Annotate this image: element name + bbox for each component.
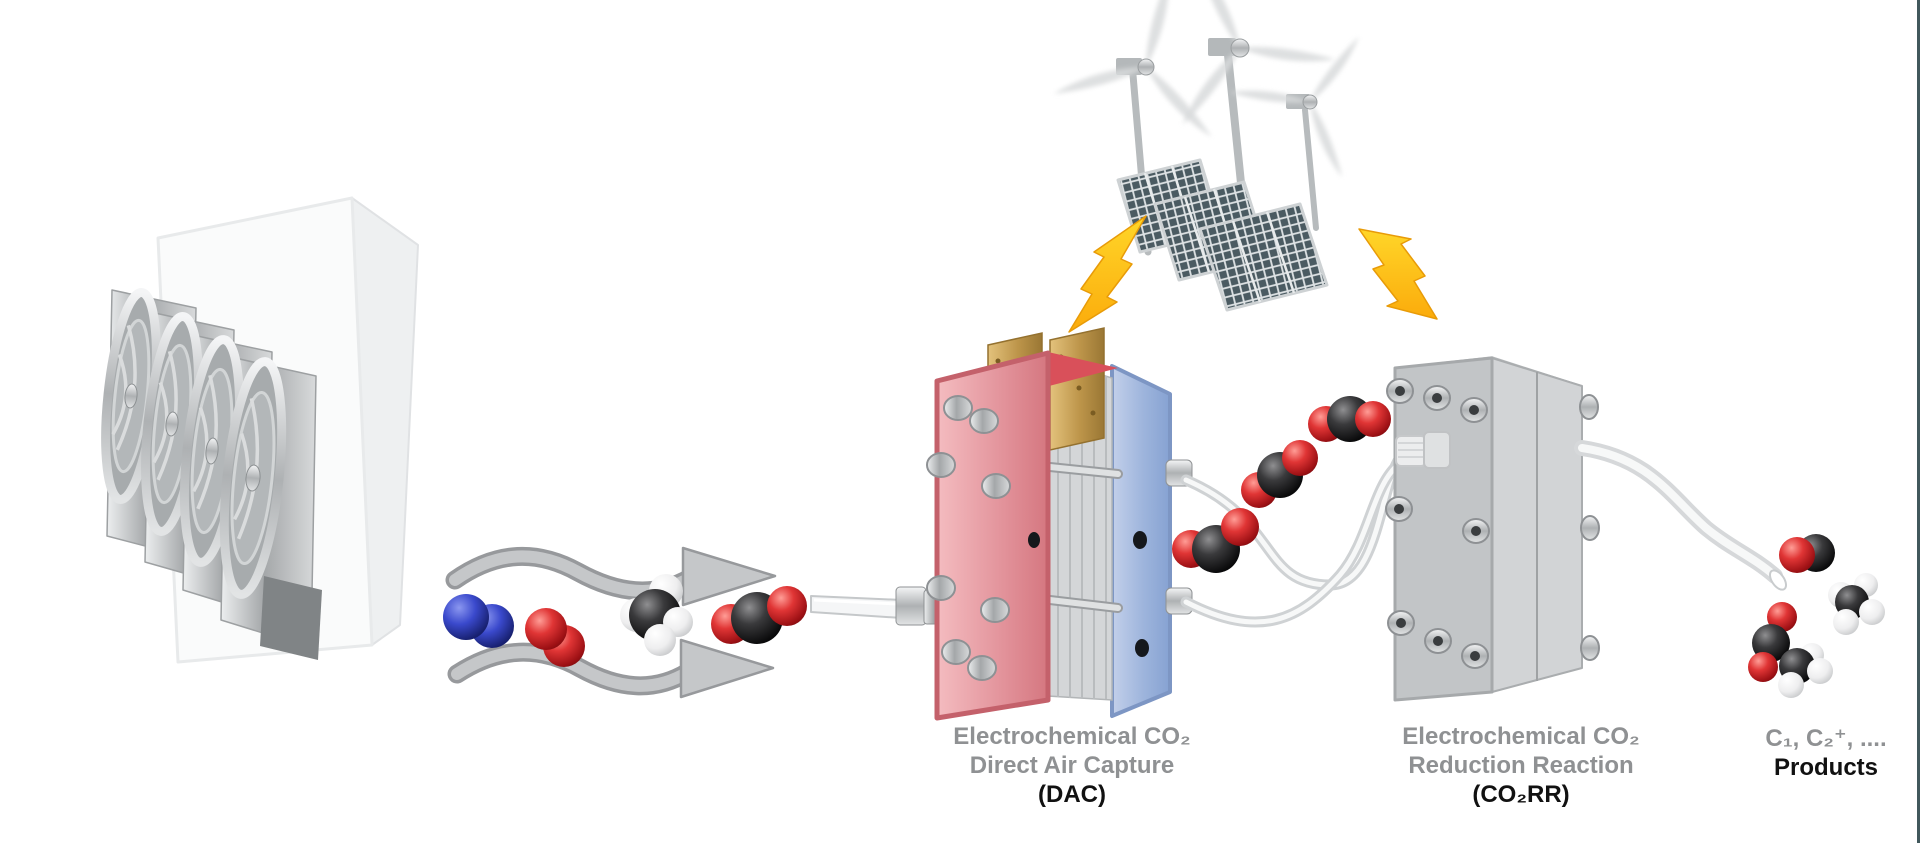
products-caption-line2: Products (1773, 754, 1879, 781)
co2rr-caption-line1: Electrochemical CO₂ (1402, 723, 1640, 750)
co2-molecule-transfer-3 (1308, 396, 1391, 442)
dac-caption-line2: Direct Air Capture (969, 752, 1175, 779)
lightning-bolt-right-icon (1358, 228, 1438, 320)
co2rr-caption: Electrochemical CO₂ Reduction Reaction (… (1402, 722, 1639, 809)
airflow-arrow-bottom (447, 638, 775, 699)
fan-icon (219, 357, 287, 599)
co2-molecule-inflow (711, 586, 807, 644)
inlet-tube (810, 595, 903, 619)
dac-caption: Electrochemical CO₂ Direct Air Capture (… (953, 722, 1190, 809)
solar-panel-icon (1198, 202, 1329, 312)
intake-fans (101, 288, 287, 599)
wind-turbine-icon (1228, 33, 1363, 231)
oxygenate-product-molecule (1748, 602, 1833, 698)
co-product-molecule (1779, 534, 1835, 573)
screenshot-right-edge-line (1917, 0, 1920, 843)
products-caption: C₁, C₂⁺, .... Products (1765, 724, 1886, 782)
airflow-arrow-top (445, 546, 777, 607)
co2rr-bolts (1385, 378, 1600, 669)
co2rr-inlet-gland (1395, 431, 1451, 469)
lightning-bolt-left-icon (1068, 215, 1147, 333)
fan-plate-shadow (260, 576, 322, 660)
dac-caption-line1: Electrochemical CO₂ (953, 723, 1191, 750)
n2-molecule (443, 594, 514, 648)
hydrocarbon-product-molecule (1828, 573, 1885, 635)
solar-panels (1116, 158, 1329, 312)
o2-molecule (525, 608, 585, 667)
co2rr-caption-line2: Reduction Reaction (1408, 752, 1634, 779)
dac-bolts (926, 395, 1011, 681)
dac-caption-abbr: (DAC) (1038, 781, 1106, 808)
co2rr-cell (1385, 356, 1600, 702)
co2-molecule-transfer-1 (1172, 508, 1259, 573)
products-caption-line1: C₁, C₂⁺, .... (1765, 725, 1887, 752)
air-intake-fan-unit (101, 196, 419, 664)
outlet-tube (1574, 440, 1787, 591)
dac-cell (926, 327, 1193, 721)
dac-pink-endplate (934, 350, 1051, 721)
co2-molecule-transfer-2 (1241, 440, 1318, 508)
co2rr-caption-abbr: (CO₂RR) (1472, 781, 1570, 808)
ch4-molecule (620, 574, 693, 656)
